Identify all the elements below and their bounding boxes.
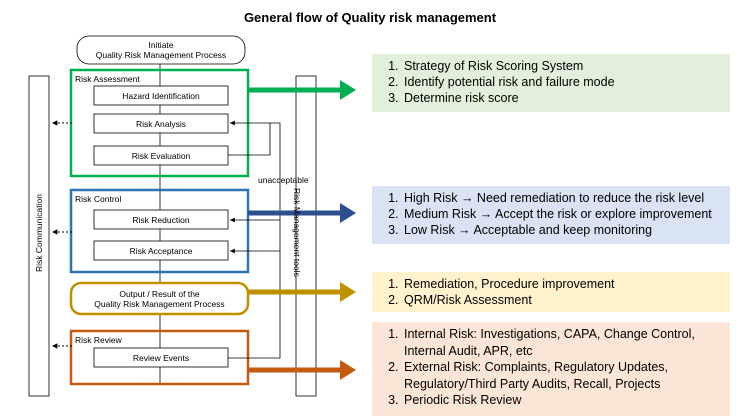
unacceptable-label: unacceptable [258, 175, 309, 185]
risk-review-frame [69, 329, 250, 386]
risk-review-title: Risk Review [75, 335, 122, 345]
risk-control-frame [69, 188, 250, 274]
arrowhead-control [340, 203, 356, 223]
risk-communication-label: Risk Communication [34, 194, 44, 272]
risk-review-notes: Internal Risk: Investigations, CAPA, Cha… [372, 322, 730, 416]
risk-assessment-title: Risk Assessment [75, 74, 140, 84]
output-frame [69, 281, 250, 316]
risk-assessment-notes: Strategy of Risk Scoring System Identify… [372, 54, 730, 112]
note-item: Low Risk → Acceptable and keep monitorin… [402, 222, 722, 238]
arrowhead-assessment [340, 80, 356, 100]
note-item: Periodic Risk Review [402, 392, 722, 409]
note-item: Determine risk score [402, 90, 722, 106]
note-item: Strategy of Risk Scoring System [402, 58, 722, 74]
review-events-box [93, 347, 229, 368]
risk-control-notes: High Risk → Need remediation to reduce t… [372, 186, 730, 244]
hazard-identification-box [93, 85, 229, 106]
risk-acceptance-label: Risk Acceptance [129, 246, 193, 256]
note-item: Internal Risk: Investigations, CAPA, Cha… [402, 326, 722, 359]
initiate-box [76, 35, 246, 65]
output-notes: Remediation, Procedure improvement QRM/R… [372, 272, 730, 312]
output-label: Output / Result of the Quality Risk Mana… [94, 289, 225, 309]
note-item: Medium Risk → Accept the risk or explore… [402, 206, 722, 222]
risk-reduction-box [93, 209, 229, 230]
review-events-label: Review Events [132, 353, 190, 363]
risk-evaluation-label: Risk Evaluation [131, 151, 191, 161]
risk-acceptance-box [93, 240, 229, 261]
note-item: Remediation, Procedure improvement [402, 276, 722, 292]
initiate-label: Initiate Quality Risk Management Process [95, 40, 227, 60]
review-loop-to-analysis [228, 122, 281, 359]
unacceptable-loop [228, 120, 271, 156]
risk-management-tools-label: Risk Management tools [292, 188, 302, 277]
risk-evaluation-box [93, 145, 229, 166]
risk-control-title: Risk Control [75, 194, 122, 204]
risk-reduction-label: Risk Reduction [132, 215, 190, 225]
note-item: Identify potential risk and failure mode [402, 74, 722, 90]
arrowhead-output [340, 282, 356, 302]
note-item: External Risk: Complaints, Regulatory Up… [402, 359, 722, 392]
risk-management-tools-bar [295, 75, 317, 397]
risk-communication-bar [28, 75, 50, 397]
risk-analysis-label: Risk Analysis [135, 119, 187, 129]
hazard-identification-label: Hazard Identification [122, 91, 200, 101]
risk-analysis-box [93, 113, 229, 134]
note-item: QRM/Risk Assessment [402, 292, 722, 308]
diagram-title: General flow of Quality risk management [243, 10, 497, 25]
arrowhead-review [340, 360, 356, 380]
note-item: High Risk → Need remediation to reduce t… [402, 190, 722, 206]
